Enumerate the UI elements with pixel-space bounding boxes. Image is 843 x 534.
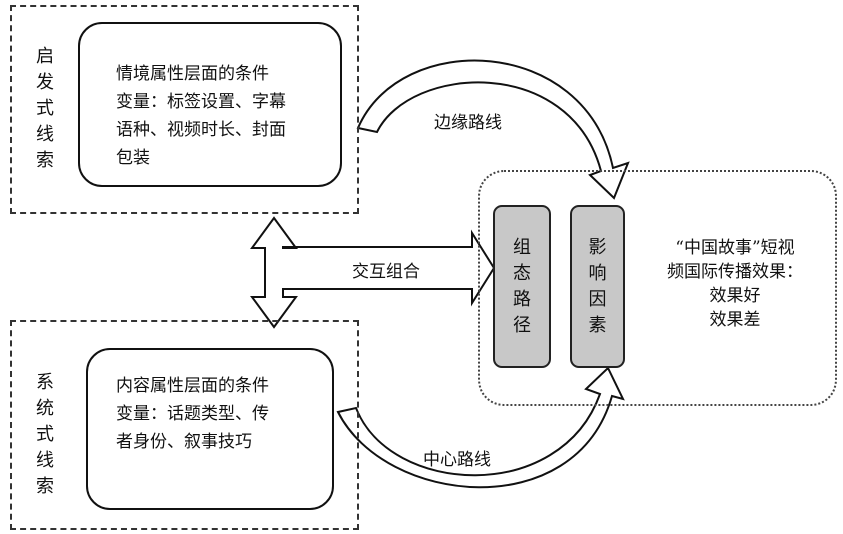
outcome-text: “中国故事”短视 频国际传播效果： 效果好 效果差 bbox=[667, 238, 803, 330]
heuristic-cues-text: 情境属性层面的条件 变量：标签设置、字幕 语种、视频时长、封面 包装 bbox=[116, 64, 286, 168]
configuration-path-label: 组态路径 bbox=[513, 236, 531, 336]
systematic-cues-text: 内容属性层面的条件 变量：话题类型、传 者身份、叙事技巧 bbox=[116, 376, 269, 452]
configuration-path-bar: 组态路径 bbox=[493, 205, 551, 368]
peripheral-route-label: 边缘路线 bbox=[434, 113, 502, 133]
interaction-arrow bbox=[250, 216, 496, 329]
central-route-arrow bbox=[336, 366, 625, 489]
heuristic-cues-card bbox=[78, 22, 342, 187]
central-route-label: 中心路线 bbox=[423, 450, 491, 470]
influence-factors-label: 影响因素 bbox=[588, 236, 607, 336]
heuristic-cues-panel bbox=[10, 5, 359, 214]
systematic-cues-label: 系统式线索 bbox=[36, 372, 54, 497]
peripheral-route-arrow bbox=[356, 59, 630, 200]
result-panel bbox=[478, 170, 837, 406]
systematic-cues-card bbox=[86, 348, 334, 510]
interaction-combination-label: 交互组合 bbox=[352, 262, 420, 282]
influence-factors-bar: 影响因素 bbox=[570, 205, 625, 368]
systematic-cues-panel bbox=[10, 320, 359, 530]
heuristic-cues-label: 启发式线索 bbox=[36, 46, 54, 171]
